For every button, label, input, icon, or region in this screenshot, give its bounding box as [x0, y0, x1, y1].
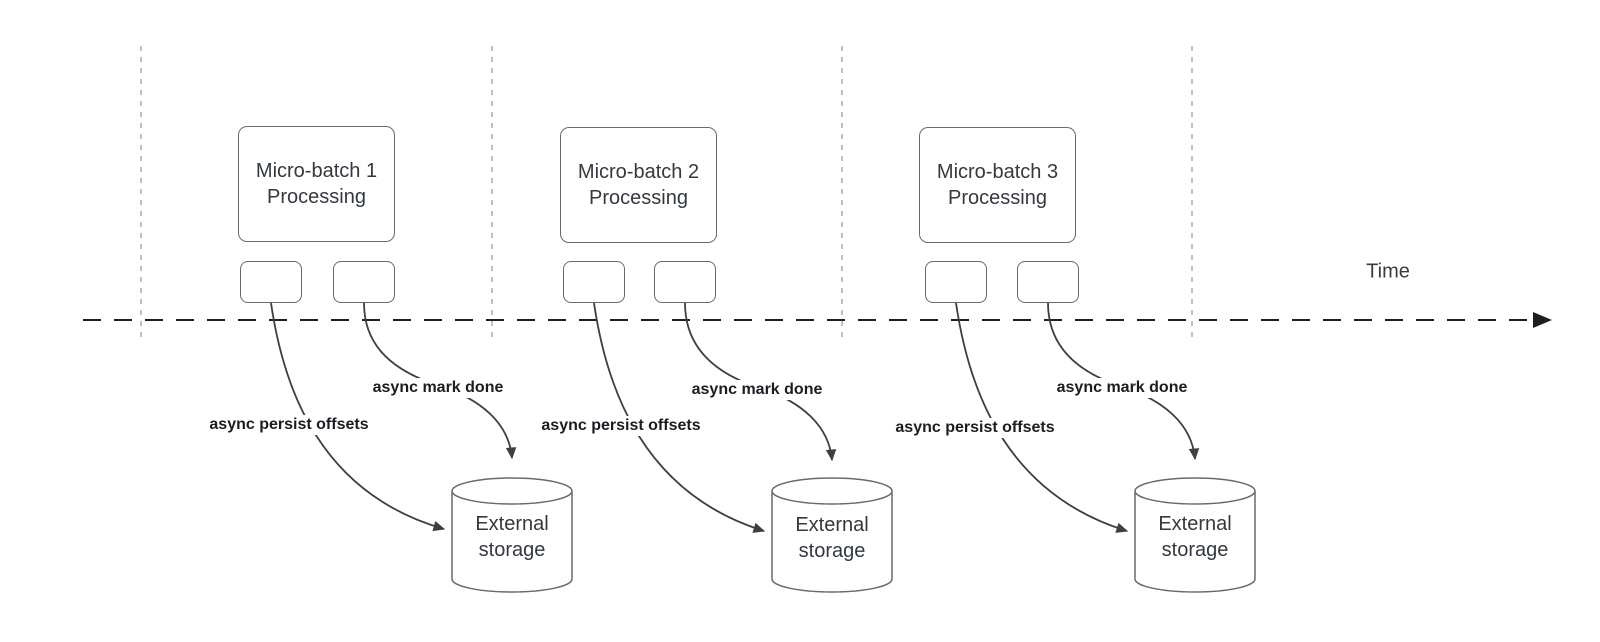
mark-done-label-1: async mark done [369, 378, 507, 398]
storage-cylinder-2 [771, 477, 893, 593]
mark-done-task-box-2 [654, 261, 716, 303]
microbatch-box-1-title: Micro-batch 1 Processing [255, 160, 378, 208]
mark-done-task-box-1 [333, 261, 395, 303]
persist-offsets-label-2: async persist offsets [538, 416, 704, 436]
persist-offsets-arrow-3 [955, 302, 1129, 533]
microbatch-box-2: Micro-batch 2 Processing [560, 127, 717, 243]
mark-done-task-box-3 [1017, 261, 1079, 303]
microbatch-box-3-title: Micro-batch 3 Processing [936, 161, 1059, 209]
microbatch-box-1: Micro-batch 1 Processing [238, 126, 395, 242]
microbatch-box-2-title: Micro-batch 2 Processing [577, 161, 700, 209]
mark-done-label-3: async mark done [1053, 378, 1191, 398]
external-storage-label-2: External storage [795, 514, 869, 562]
storage-cylinder-3 [1134, 477, 1256, 593]
external-storage-label-3: External storage [1158, 513, 1232, 561]
external-storage-label-1: External storage [475, 513, 549, 561]
persist-offsets-task-box-2 [563, 261, 625, 303]
persist-offsets-task-box-3 [925, 261, 987, 303]
persist-offsets-task-box-1 [240, 261, 302, 303]
microbatch-box-3: Micro-batch 3 Processing [919, 127, 1076, 243]
persist-offsets-label-1: async persist offsets [206, 415, 372, 435]
timeline-arrowhead [1533, 312, 1552, 328]
persist-offsets-label-3: async persist offsets [892, 418, 1058, 438]
persist-offsets-arrow-1 [270, 302, 446, 532]
storage-cylinder-1 [451, 477, 573, 593]
mark-done-label-2: async mark done [688, 380, 826, 400]
time-label: Time [1366, 260, 1410, 283]
persist-offsets-arrow-2 [593, 302, 766, 533]
